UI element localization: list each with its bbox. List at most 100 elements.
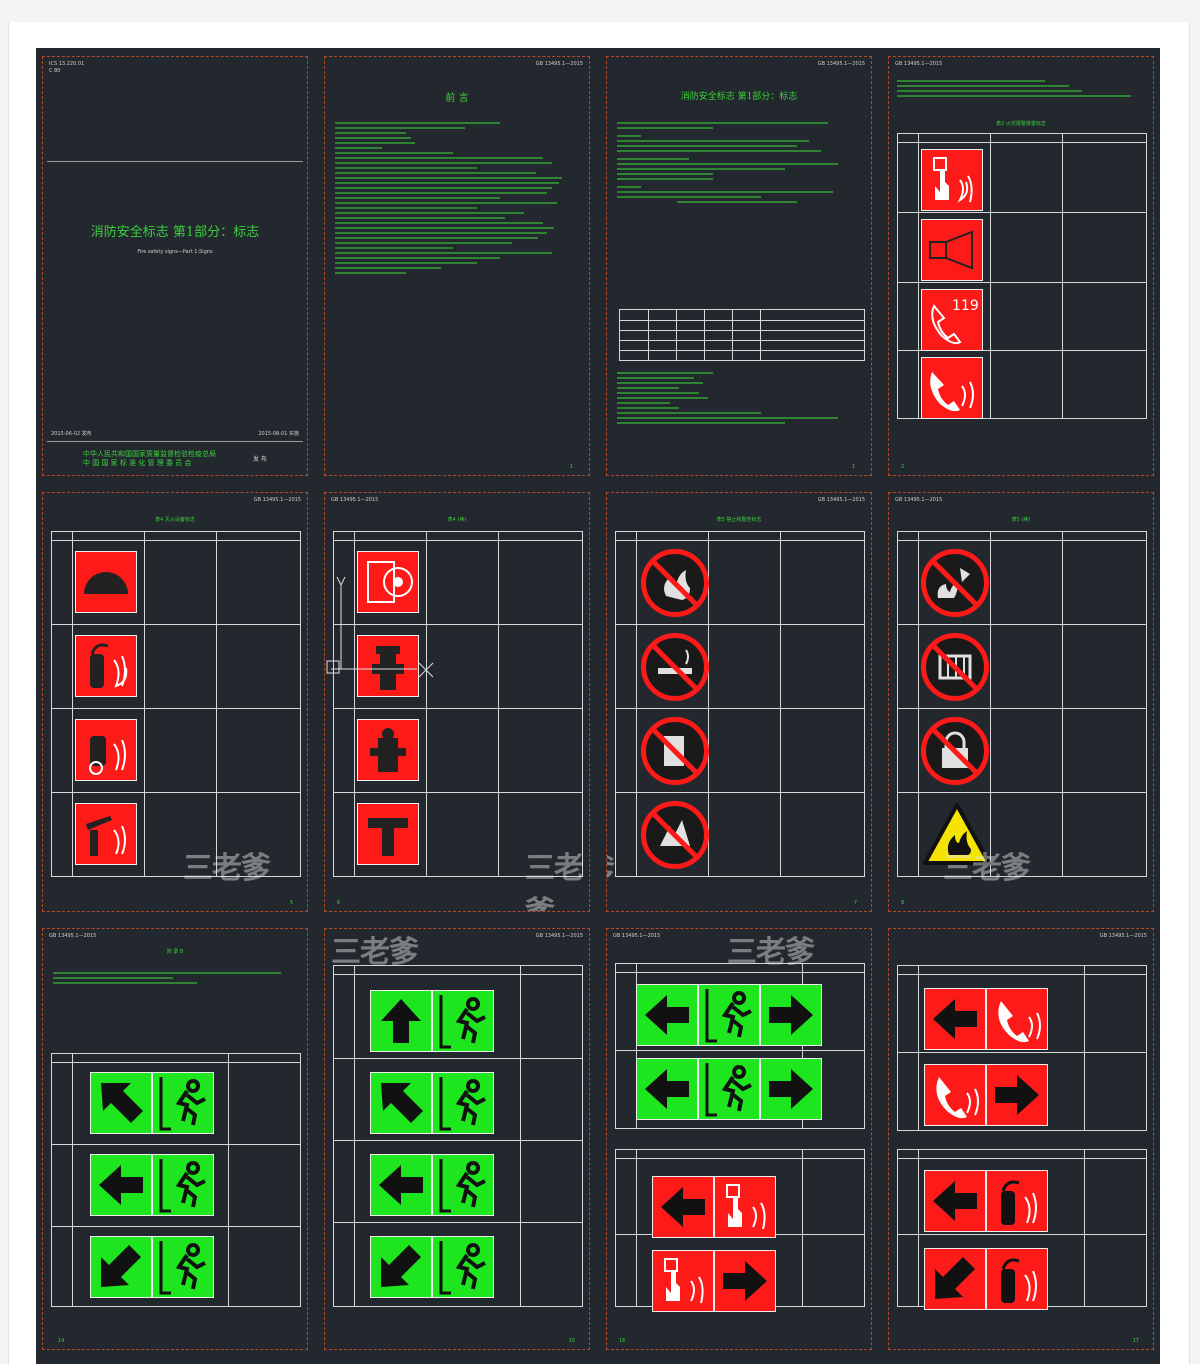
sheet-prohibit-signs[interactable]: GB 13495.1—2015 表5 禁止和警告标志 三老爹 7 xyxy=(606,492,872,912)
page-header: GB 13495.1—2015 xyxy=(895,61,943,67)
page-number: 15 xyxy=(568,1338,575,1344)
page-number: 8 xyxy=(901,900,905,906)
table-caption: 表5 (续) xyxy=(1011,517,1031,523)
fire-phone-sign xyxy=(921,357,983,419)
hydrant-icon xyxy=(370,728,406,772)
foreword-text xyxy=(335,119,571,277)
fire-hose-sign xyxy=(75,803,137,865)
hydrant-sign xyxy=(357,719,419,781)
fire-phone-119-sign: 119 xyxy=(921,289,983,351)
annex-title: 附 录 B xyxy=(166,949,184,955)
drawing-canvas: ICS 13.220.01 C 80 消防安全标志 第1部分：标志 Fire s… xyxy=(36,48,1160,1364)
page-header: GB 13495.1—2015 xyxy=(1099,933,1147,939)
equipment-sign-table xyxy=(51,531,301,877)
cad-cursor-crosshair[interactable] xyxy=(325,573,445,693)
page-number: 1 xyxy=(851,464,855,470)
alarm-button-icon xyxy=(933,157,973,203)
equipment-cont-table xyxy=(333,531,583,877)
watermark: 三老爹 xyxy=(331,935,419,970)
siren-icon xyxy=(929,230,973,270)
fire-alarm-siren-sign xyxy=(921,219,983,281)
sheet-exit-alarm-combos[interactable]: GB 13495.1—2015 三老爹 16 xyxy=(606,928,872,1350)
exit-combo-table xyxy=(333,965,583,1307)
no-fireworks-sign xyxy=(641,801,709,869)
page-number: 6 xyxy=(337,900,341,906)
watermark: 三老爹 xyxy=(183,851,271,886)
alarm-sign-table xyxy=(897,133,1147,419)
sheet-annex-exit[interactable]: GB 13495.1—2015 附 录 B xyxy=(42,928,308,1350)
issuer-1: 中华人民共和国国家质量监督检验检疫总局 xyxy=(83,450,216,458)
flammable-warning-icon xyxy=(923,803,991,865)
sheet-exit-combos[interactable]: GB 13495.1—2015 三老爹 15 xyxy=(324,928,590,1350)
hose-reel-sign xyxy=(357,551,419,613)
issuer-2: 中 国 国 家 标 准 化 管 理 委 员 会 xyxy=(83,459,192,467)
phone-direction-table xyxy=(897,965,1147,1131)
no-fire-icon xyxy=(664,570,690,600)
prohibit-sign-table xyxy=(615,531,865,877)
sheet-equipment-signs[interactable]: GB 13495.1—2015 表4 灭火设备标志 三老爹 5 xyxy=(42,492,308,912)
sign-list-text xyxy=(617,369,857,427)
hose-reel-icon xyxy=(86,816,126,856)
cn-code: C 80 xyxy=(49,68,61,74)
page-number: 16 xyxy=(619,1338,626,1344)
sheet-alarm-signs[interactable]: GB 13495.1—2015 表2 火灾报警装置标志 119 2 xyxy=(888,56,1154,476)
alarm-direction-table xyxy=(615,1149,865,1307)
sheet-scope[interactable]: GB 13495.1—2015 消防安全标志 第1部分：标志 1 xyxy=(606,56,872,476)
phone-icon xyxy=(930,372,974,412)
page-number: 2 xyxy=(901,464,905,470)
page-number: 17 xyxy=(1132,1338,1139,1344)
hose-reel-icon xyxy=(367,561,413,603)
page-number: 1 xyxy=(569,464,573,470)
fire-equipment-sign xyxy=(75,551,137,613)
no-smoking-icon xyxy=(658,649,692,674)
page-header: GB 13495.1—2015 xyxy=(535,61,583,67)
no-fire-icon xyxy=(938,654,972,680)
no-burning-sign xyxy=(641,549,709,617)
page-number: 14 xyxy=(58,1338,65,1344)
no-fire-icon xyxy=(942,731,968,768)
exit-two-way-table xyxy=(615,963,865,1129)
no-fire-icon xyxy=(660,820,690,846)
foreword-title: 前 言 xyxy=(445,93,469,104)
cover-title: 消防安全标志 第1部分：标志 xyxy=(90,225,260,240)
cover-subtitle: Fire safety signs—Part 1:Signs xyxy=(137,249,213,255)
no-smoking-sign xyxy=(641,633,709,701)
hydrant-icon xyxy=(372,646,404,690)
no-block-sign xyxy=(921,633,989,701)
table-caption: 表2 火灾报警装置标志 xyxy=(996,121,1046,127)
issue-word: 发 布 xyxy=(253,456,267,463)
sheet-phone-extinguisher-combos[interactable]: GB 13495.1—2015 17 xyxy=(888,928,1154,1350)
extinguisher-icon xyxy=(90,643,128,688)
watermark: 三老爹 xyxy=(607,845,615,889)
extinguisher-direction-table xyxy=(897,1149,1147,1307)
table-caption: 表4 灭火设备标志 xyxy=(155,517,195,523)
page-header: GB 13495.1—2015 xyxy=(613,933,661,939)
ics-code: ICS 13.220.01 xyxy=(49,61,85,67)
no-fire-icon xyxy=(664,736,684,766)
color-table xyxy=(619,309,865,361)
scope-text xyxy=(617,119,857,206)
main-title: 消防安全标志 第1部分：标志 xyxy=(680,92,798,102)
effective-date: 2015-08-01 实施 xyxy=(258,431,299,437)
page-header: GB 13495.1—2015 xyxy=(49,933,97,939)
sheet-cover[interactable]: ICS 13.220.01 C 80 消防安全标志 第1部分：标志 Fire s… xyxy=(42,56,308,476)
portable-extinguisher-sign xyxy=(75,635,137,697)
watermark: 三老爹 xyxy=(727,935,815,970)
issue-date: 2015-06-02 发布 xyxy=(51,431,92,437)
page-number: 7 xyxy=(853,900,857,906)
page-header: GB 13495.1—2015 xyxy=(331,497,379,503)
sheet-foreword[interactable]: GB 13495.1—2015 前 言 1 xyxy=(324,56,590,476)
sheet-prohibit-cont[interactable]: GB 13495.1—2015 表5 (续) 三老爹 8 xyxy=(888,492,1154,912)
pump-connector-sign xyxy=(357,635,419,697)
page-header: GB 13495.1—2015 xyxy=(895,497,943,503)
svg-text:119: 119 xyxy=(952,298,979,314)
sheet-equipment-cont[interactable]: GB 13495.1—2015 表4 (续) 三老爹 6 xyxy=(324,492,590,912)
table-caption: 表4 (续) xyxy=(447,517,467,523)
page-header: GB 13495.1—2015 xyxy=(535,933,583,939)
phone-119-icon: 119 xyxy=(931,298,979,345)
watermark: 三老爹 xyxy=(943,851,1031,886)
page-header: GB 13495.1—2015 xyxy=(817,497,865,503)
page-header: GB 13495.1—2015 xyxy=(253,497,301,503)
page-number: 5 xyxy=(289,900,293,906)
prohibit-cont-table xyxy=(897,531,1147,877)
